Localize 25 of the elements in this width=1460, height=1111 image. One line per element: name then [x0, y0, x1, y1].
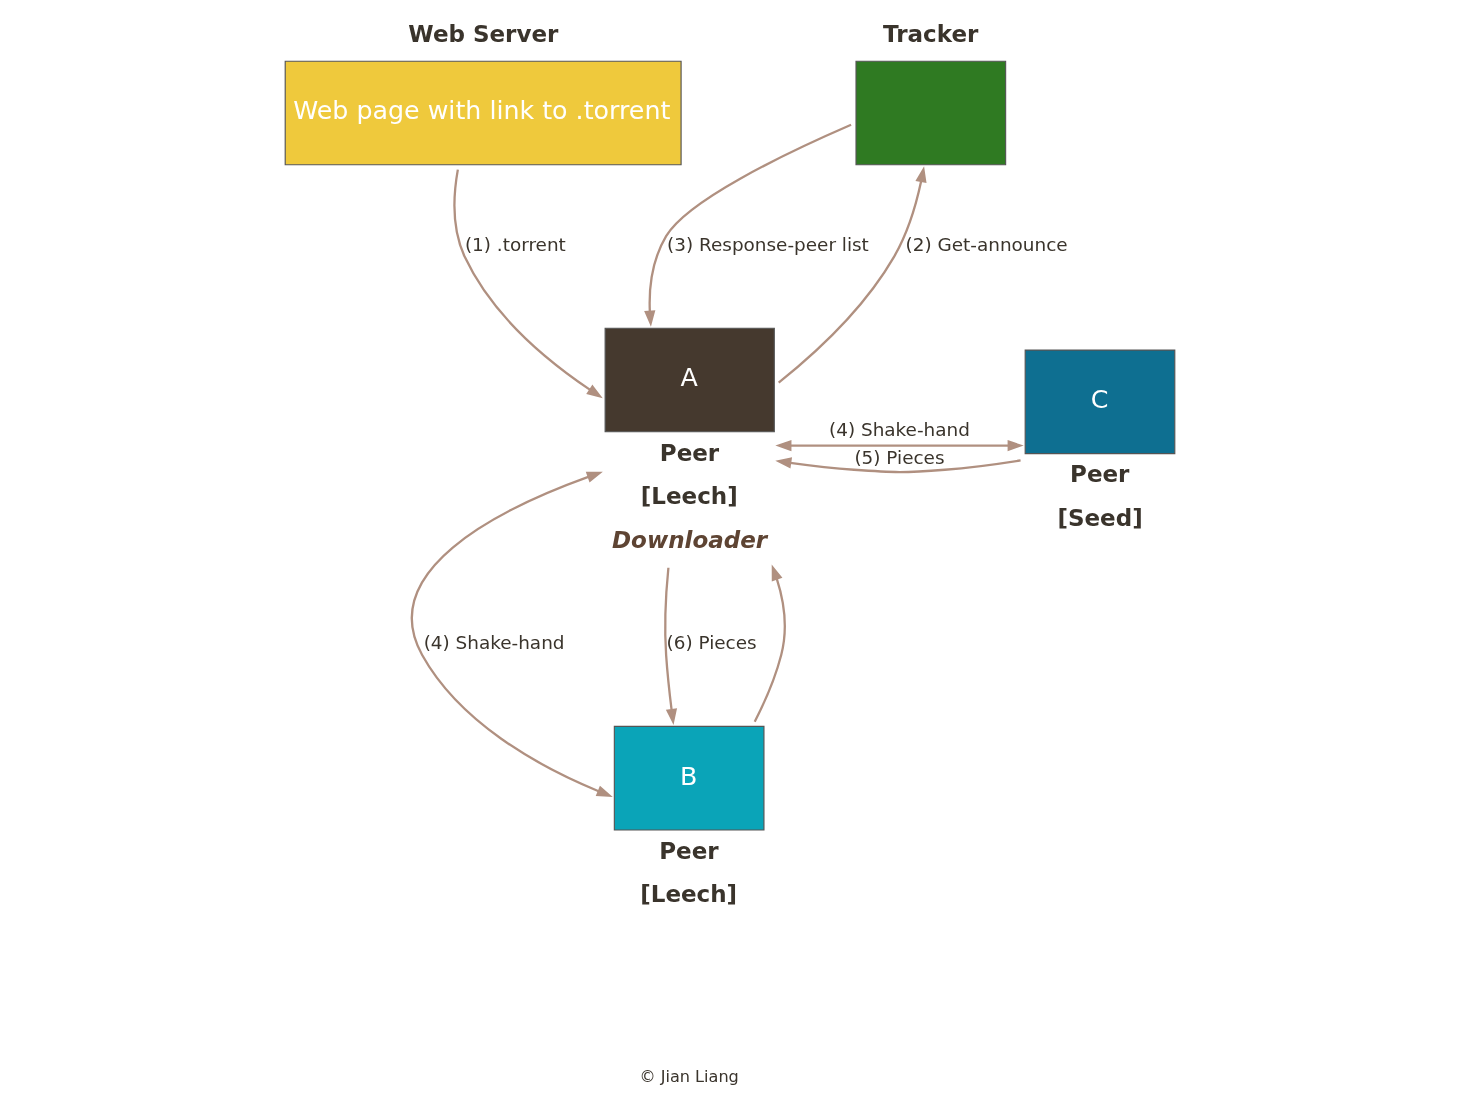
arrow [753, 564, 786, 723]
node-label: [Leech] [640, 881, 738, 908]
node-label: Downloader [612, 527, 768, 554]
label: © Jian Liang [639, 1066, 739, 1086]
arrow [775, 439, 1024, 452]
node-label: Peer [1070, 461, 1130, 488]
node-label: Peer [659, 439, 720, 466]
arrow [411, 471, 613, 797]
node-label: Web Server [408, 20, 559, 47]
edge-label: (2) Get-announce [905, 233, 1068, 255]
node-label: [Leech] [640, 483, 738, 510]
arrow [453, 169, 603, 399]
edge-label: (4) Shake-hand [829, 419, 970, 441]
edge-label: (6) Pieces [666, 632, 757, 654]
edge-label: (5) Pieces [854, 446, 945, 468]
arrow [775, 457, 1021, 474]
edge-label: (1) .torrent [464, 233, 566, 255]
arrow [777, 166, 927, 384]
node-label: Peer [659, 837, 719, 864]
node-label: Tracker [883, 20, 979, 47]
arrow [644, 123, 852, 327]
edge-label: (3) Response-peer list [667, 233, 869, 255]
node-label: [Seed] [1057, 505, 1143, 532]
arrow [664, 567, 678, 725]
edge-label: (4) Shake-hand [423, 632, 565, 654]
